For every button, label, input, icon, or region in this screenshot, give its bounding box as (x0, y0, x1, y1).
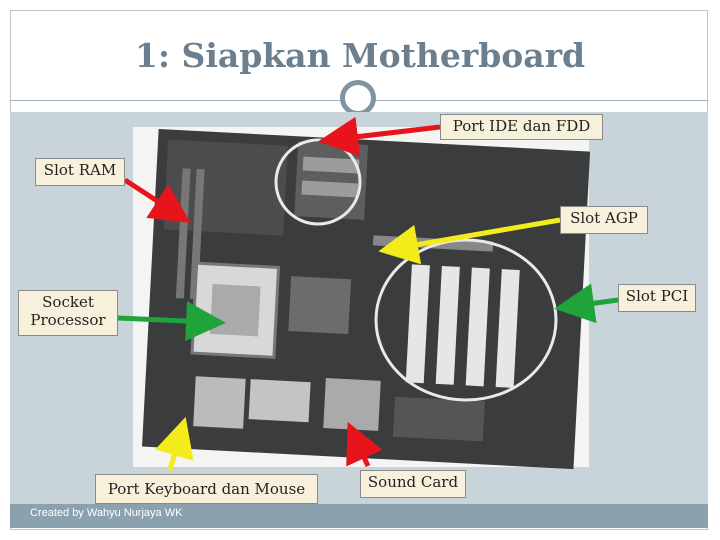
footer-bar (10, 504, 708, 528)
chipset (288, 276, 352, 335)
cpu-socket-core (210, 284, 261, 337)
arrow-ram (123, 177, 191, 223)
pci-slot (465, 267, 490, 387)
label-port-ide-fdd: Port IDE dan FDD (440, 114, 603, 140)
arrow-keyboard-mouse (155, 416, 194, 471)
ide-slot (302, 156, 360, 174)
label-slot-pci: Slot PCI (618, 284, 696, 312)
arrow-sound-card (346, 421, 383, 468)
label-sound-card: Sound Card (360, 470, 466, 498)
arrow-pci (554, 283, 619, 324)
label-slot-agp: Slot AGP (560, 206, 648, 234)
ide-highlight-circle (274, 138, 362, 226)
pci-slot (435, 265, 460, 385)
label-port-keyboard-mouse: Port Keyboard dan Mouse (95, 474, 318, 504)
label-socket-processor-line1: Socket (42, 293, 94, 311)
label-slot-ram: Slot RAM (35, 158, 125, 186)
io-ports (248, 379, 311, 423)
label-socket-processor-line2: Processor (30, 311, 106, 329)
arrow-ide (318, 116, 441, 157)
label-socket-processor: Socket Processor (18, 290, 118, 336)
ps2-ports (193, 376, 246, 429)
footer-credit: Created by Wahyu Nurjaya WK (30, 507, 183, 519)
audio-ports (323, 378, 381, 431)
slide-title: 1: Siapkan Motherboard (134, 36, 586, 75)
pci-slot (405, 264, 430, 384)
ide-connectors (294, 141, 369, 220)
pci-slot (495, 269, 520, 388)
ram-slot (189, 169, 205, 300)
arrow-socket (117, 301, 226, 342)
fdd-slot (301, 180, 359, 198)
board-region (392, 396, 485, 442)
arrow-agp (378, 217, 561, 265)
